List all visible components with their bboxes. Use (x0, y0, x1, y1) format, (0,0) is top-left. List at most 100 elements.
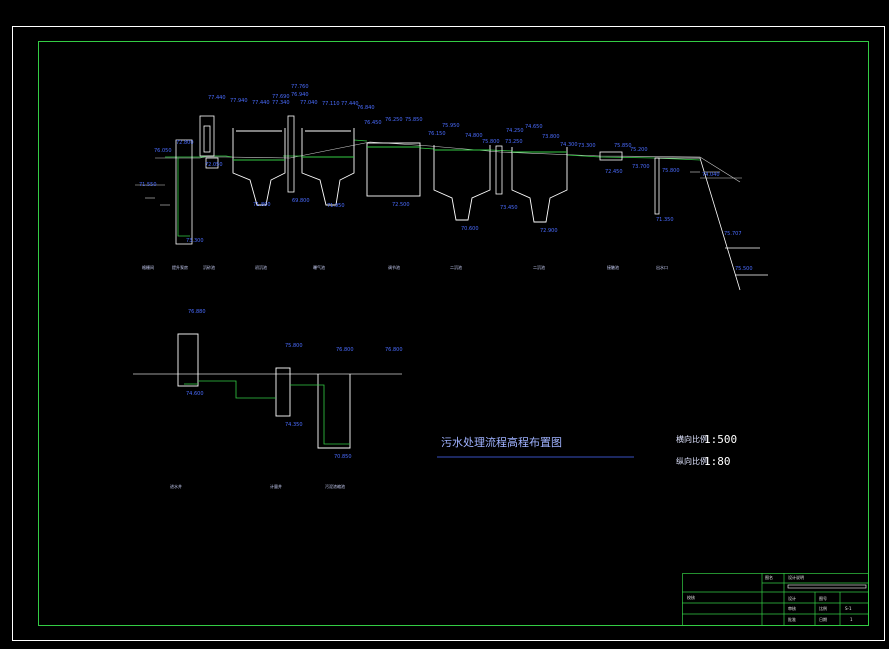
elev-label: 75.800 (662, 168, 680, 174)
outer-border (12, 26, 885, 641)
structure-label: 出水口 (656, 264, 668, 270)
elev-label: 73.700 (632, 164, 650, 170)
elev-label: 75.850 (614, 143, 632, 149)
tank-5 (511, 147, 568, 223)
structure-label: 沉砂池 (203, 264, 215, 270)
tb-value: 1 (850, 617, 853, 622)
elev-label: 73.800 (542, 134, 560, 140)
elev-label: 77.440 (208, 95, 226, 101)
structure-label: 进水井 (170, 483, 182, 489)
elev-label: 71.800 (253, 202, 271, 208)
elev-label: 74.300 (560, 142, 578, 148)
tank-1 (232, 128, 286, 206)
elev-label: 76.150 (428, 131, 446, 137)
elev-label: 70.850 (334, 454, 352, 460)
structure-label: 提升泵房 (172, 264, 188, 270)
title-block-bar (787, 584, 867, 589)
elev-label: 72.900 (540, 228, 558, 234)
elev-label: 71.950 (327, 203, 345, 209)
structure-label: 计量井 (270, 483, 282, 489)
tb-name-value: 设计说明 (788, 574, 804, 580)
elev-label: 76.050 (154, 148, 172, 154)
tb-label: 比例 (819, 605, 827, 611)
tb-label: 批准 (788, 616, 796, 622)
tb-label: 图号 (819, 595, 827, 601)
detail-elevation-labels: 76.880 74.600 75.800 74.350 76.800 70.85… (186, 309, 403, 460)
elev-label: 73.250 (505, 139, 523, 145)
elev-label: 69.800 (292, 198, 310, 204)
elev-label: 77.440 (341, 101, 359, 107)
level-markers (145, 171, 720, 206)
structure-label: 接触池 (607, 264, 619, 270)
elev-label: 74.350 (285, 422, 303, 428)
tb-label: 设计 (788, 595, 796, 601)
structure-label: 调节池 (388, 264, 400, 270)
tank-2 (301, 128, 355, 206)
elev-label: 74.800 (465, 133, 483, 139)
elev-label: 70.600 (461, 226, 479, 232)
elev-label: 74.040 (702, 172, 720, 178)
elev-label: 75.950 (442, 123, 460, 129)
drawing-title: 污水处理流程高程布置图 (441, 435, 562, 449)
divider-post-2 (495, 145, 503, 195)
tb-label: 校核 (687, 594, 695, 600)
elev-label: 72.800 (176, 140, 194, 146)
elev-label: 76.940 (291, 92, 309, 98)
inner-border (38, 41, 869, 626)
elev-label: 72.050 (205, 162, 223, 168)
elev-label: 75.707 (724, 231, 742, 237)
elev-label: 71.350 (656, 217, 674, 223)
structure-label: 二沉池 (450, 264, 462, 270)
elev-label: 77.340 (272, 100, 290, 106)
elev-label: 71.550 (139, 182, 157, 188)
structure-label: 初沉池 (255, 264, 267, 270)
elev-label: 73.300 (186, 238, 204, 244)
detail-structure-labels: 进水井 计量井 污泥浓缩池 (170, 483, 345, 489)
elev-label: 74.600 (186, 391, 204, 397)
tb-label: 日期 (819, 616, 827, 622)
structure-label: 二沉池 (533, 264, 545, 270)
tb-label: 审核 (788, 605, 796, 611)
elev-label: 75.800 (285, 343, 303, 349)
detail-water-line (184, 380, 350, 445)
elev-label: 76.250 (385, 117, 403, 123)
elev-label: 72.500 (392, 202, 410, 208)
elev-label: 76.800 (385, 347, 403, 353)
elev-label: 75.850 (405, 117, 423, 123)
elev-label: 75.500 (735, 266, 753, 272)
elev-label: 74.250 (506, 128, 524, 134)
title-block-text: 图名 设计说明 设计 审核 批准 图号 比例 日期 S-1 1 校核 (687, 574, 853, 622)
elev-label: 77.040 (300, 100, 318, 106)
elev-label: 74.650 (525, 124, 543, 130)
elev-label: 77.690 (272, 94, 290, 100)
scale-h-value: 1:500 (704, 433, 737, 446)
elev-label: 72.450 (605, 169, 623, 175)
tank-4 (433, 145, 491, 221)
elev-label: 76.800 (336, 347, 354, 353)
structure-label: 污泥浓缩池 (325, 483, 345, 489)
tb-value: S-1 (845, 606, 852, 611)
outfall (599, 151, 768, 291)
elev-label: 77.760 (291, 84, 309, 90)
ground-line (135, 141, 742, 186)
elev-label: 73.300 (578, 143, 596, 149)
grit-chamber (175, 115, 219, 245)
tb-label: 图名 (765, 574, 773, 580)
scale-v-label: 纵向比例 (676, 456, 708, 466)
elev-label: 75.800 (482, 139, 500, 145)
divider-post-1 (287, 115, 295, 193)
tank-3 (366, 142, 421, 197)
elev-label: 73.450 (500, 205, 518, 211)
profile-elevation-labels: 77.440 77.940 77.440 77.690 77.340 77.76… (139, 84, 753, 272)
scale-h-label: 横向比例 (676, 434, 708, 444)
elev-label: 77.940 (230, 98, 248, 104)
elev-label: 76.880 (188, 309, 206, 315)
title-block (682, 573, 869, 626)
elev-label: 76.840 (357, 105, 375, 111)
elev-label: 76.450 (364, 120, 382, 126)
elev-label: 75.200 (630, 147, 648, 153)
elev-label: 77.440 (252, 100, 270, 106)
structure-label: 格栅间 (142, 264, 154, 270)
structure-label: 曝气池 (313, 264, 325, 270)
